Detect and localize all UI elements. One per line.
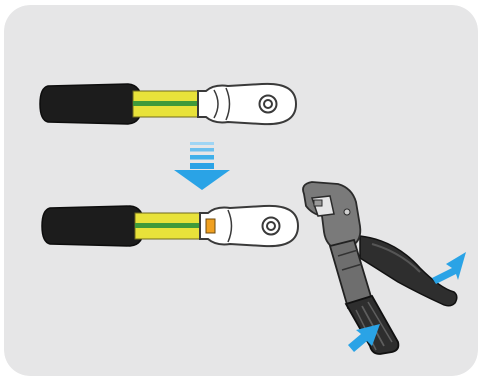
down-arrow-icon (174, 142, 230, 190)
cable-green-stripe (135, 223, 203, 228)
illustration-panel (4, 5, 478, 376)
cable-green-stripe (133, 101, 201, 106)
hydraulic-crimping-tool-icon (302, 181, 458, 355)
cable-lug-crimped (199, 204, 300, 248)
cable-before-crimping (39, 82, 298, 126)
press-arrow-icon (348, 324, 380, 352)
cable-insulation (41, 205, 145, 247)
cable-after-crimping (41, 204, 300, 248)
crimping-diagram (4, 5, 478, 376)
press-arrow-icon (432, 252, 466, 284)
crimp-mark (205, 218, 216, 234)
cable-insulation (39, 83, 143, 125)
panel-background (4, 5, 478, 376)
cable-lug (197, 82, 298, 126)
tool-lever (359, 235, 458, 307)
